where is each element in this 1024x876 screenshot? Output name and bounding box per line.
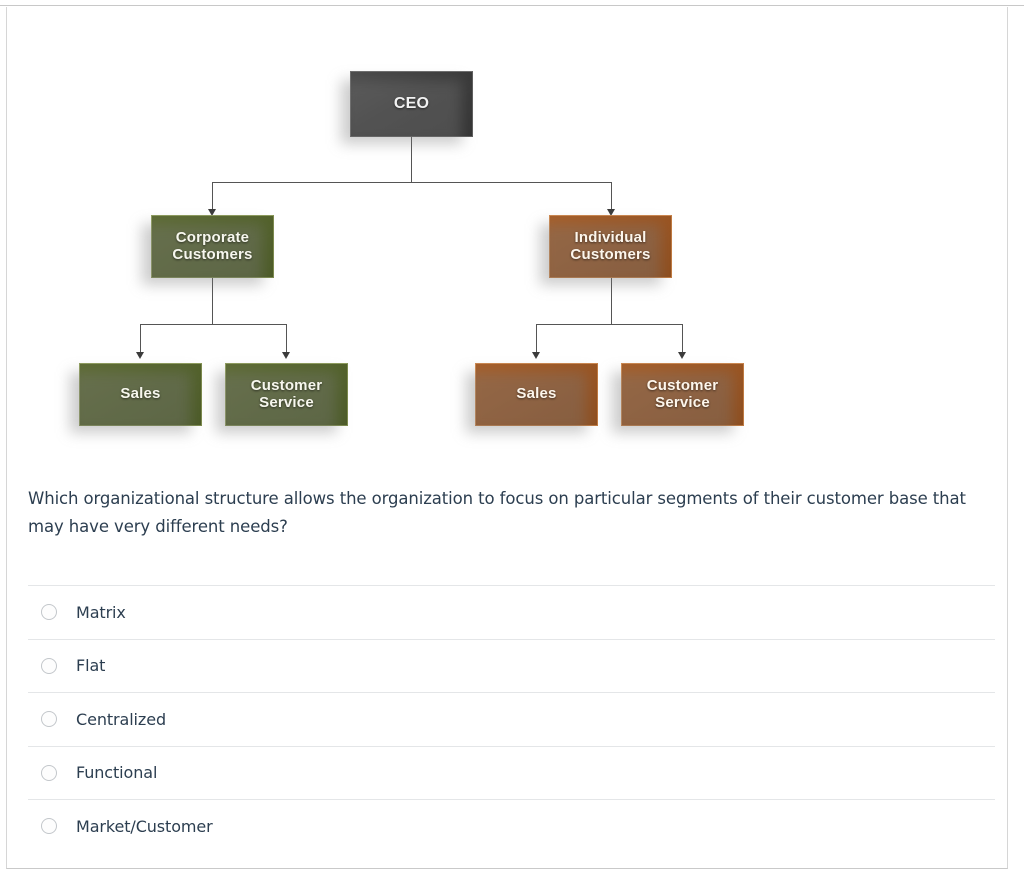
org-node-ceo: CEO	[350, 71, 473, 137]
connector-ceo-stem	[411, 137, 412, 182]
connector-corporate-bus	[140, 324, 286, 325]
arrow-ceo-to-individual-icon	[607, 209, 615, 216]
connector-individual-stem	[611, 278, 612, 324]
connector-corporate-stem	[212, 278, 213, 324]
org-node-corporate-customer-service-label: Customer Service	[250, 376, 323, 411]
connector-corporate-to-sales	[140, 324, 141, 354]
org-node-individual-sales: Sales	[475, 363, 598, 426]
connector-ceo-to-corporate	[212, 182, 213, 212]
org-node-individual-sales-label: Sales	[516, 385, 557, 403]
answer-option-matrix[interactable]: Matrix	[28, 585, 995, 639]
org-node-individual-customer-service-label: Customer Service	[646, 376, 719, 411]
org-node-individual-customer-service: Customer Service	[621, 363, 744, 426]
org-node-ceo-label: CEO	[393, 95, 430, 113]
answer-option-flat[interactable]: Flat	[28, 638, 995, 693]
answer-option-label: Functional	[76, 763, 158, 783]
arrow-individual-to-service-icon	[678, 352, 686, 359]
answer-option-market-customer[interactable]: Market/Customer	[28, 799, 995, 853]
connector-individual-bus	[536, 324, 682, 325]
quiz-question-card: CEO Corporate Customers Individual Custo…	[6, 7, 1008, 869]
connector-level1-bus	[212, 182, 612, 183]
org-chart-diagram: CEO Corporate Customers Individual Custo…	[7, 7, 1009, 477]
connector-individual-to-sales	[536, 324, 537, 354]
org-node-corporate-customers: Corporate Customers	[151, 215, 274, 278]
radio-button-icon[interactable]	[41, 711, 57, 728]
connector-corporate-to-service	[286, 324, 287, 354]
radio-button-icon[interactable]	[41, 764, 57, 781]
answer-option-label: Centralized	[76, 709, 167, 729]
answer-option-centralized[interactable]: Centralized	[28, 692, 995, 746]
org-node-individual-customers-label: Individual Customers	[570, 228, 651, 263]
arrow-individual-to-sales-icon	[532, 352, 540, 359]
answer-options-list: Matrix Flat Centralized Functional Marke…	[28, 585, 995, 853]
radio-button-icon[interactable]	[41, 604, 57, 621]
org-node-corporate-sales: Sales	[79, 363, 202, 426]
connector-ceo-to-individual	[611, 182, 612, 212]
window-top-rule	[0, 0, 1024, 6]
question-text: Which organizational structure allows th…	[28, 489, 966, 537]
radio-button-icon[interactable]	[41, 818, 57, 835]
arrow-corporate-to-sales-icon	[136, 352, 144, 359]
answer-option-label: Market/Customer	[76, 816, 213, 836]
radio-button-icon[interactable]	[41, 657, 57, 674]
arrow-ceo-to-corporate-icon	[208, 209, 216, 216]
answer-option-functional[interactable]: Functional	[28, 745, 995, 800]
org-node-corporate-customer-service: Customer Service	[225, 363, 348, 426]
org-node-individual-customers: Individual Customers	[549, 215, 672, 278]
org-node-corporate-customers-label: Corporate Customers	[172, 228, 253, 263]
answer-option-label: Flat	[76, 656, 106, 676]
connector-individual-to-service	[682, 324, 683, 354]
answer-option-label: Matrix	[76, 602, 126, 622]
org-node-corporate-sales-label: Sales	[120, 385, 161, 403]
arrow-corporate-to-service-icon	[282, 352, 290, 359]
